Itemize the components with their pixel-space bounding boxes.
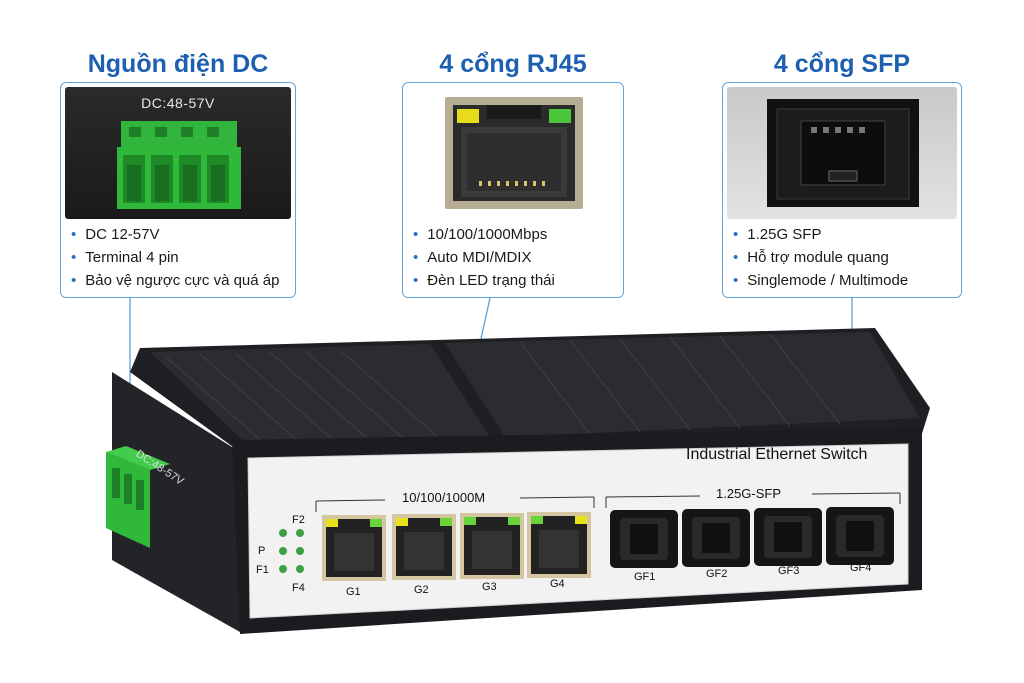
callout-line-rj45 [441, 297, 491, 516]
device-name-label: Industrial Ethernet Switch [686, 446, 868, 463]
chassis-top [130, 328, 930, 452]
port-label-g2: G2 [414, 584, 429, 596]
port-label-g1: G1 [346, 586, 361, 598]
port-label-gf4: GF4 [850, 562, 872, 574]
chassis-side [112, 372, 240, 632]
dc-voltage-label: DC:48-57V [141, 95, 215, 111]
heatsink-right [445, 332, 920, 437]
callout-dot-dc [127, 449, 133, 455]
rj45-feature-list: 10/100/1000Mbps Auto MDI/MDIX Đèn LED tr… [413, 223, 555, 292]
sfp-cage-icon [767, 99, 919, 207]
list-item: Singlemode / Multimode [733, 269, 908, 292]
port-label-gf1: GF1 [634, 571, 656, 583]
rj45-port-photo [407, 87, 619, 219]
led-label-f1: F1 [256, 564, 269, 576]
terminal-block-icon [117, 121, 241, 209]
rj45-port-row [322, 512, 591, 581]
callout-dot-sfp [721, 505, 727, 511]
sfp-group-label: 1.25G-SFP [716, 486, 782, 501]
list-item: Hỗ trợ module quang [733, 246, 908, 269]
list-item: Auto MDI/MDIX [413, 246, 555, 269]
callout-line-sfp-b [723, 334, 853, 509]
port-label-gf2: GF2 [706, 568, 728, 580]
sfp-feature-list: 1.25G SFP Hỗ trợ module quang Singlemode… [733, 223, 908, 292]
heatsink-left [150, 344, 492, 447]
side-terminal-block [106, 452, 150, 548]
port-label-gf3: GF3 [778, 565, 800, 577]
feature-title-rj45: 4 cổng RJ45 [439, 50, 587, 78]
dc-feature-list: DC 12-57V Terminal 4 pin Bảo vệ ngược cự… [71, 223, 279, 292]
sfp-port-photo [727, 87, 957, 219]
list-item: Đèn LED trạng thái [413, 269, 555, 292]
list-item: DC 12-57V [71, 223, 279, 246]
feature-card-dc: DC:48-57V DC 12-57V Terminal 4 pin Bảo v… [60, 82, 296, 298]
led-label-f2: F2 [292, 514, 305, 526]
led-label-p: P [258, 545, 266, 557]
sfp-port-row [610, 507, 894, 568]
rj45-port-icon [445, 97, 583, 209]
list-item: 10/100/1000Mbps [413, 223, 555, 246]
dc-terminal-photo: DC:48-57V [65, 87, 291, 219]
port-label-g3: G3 [482, 581, 497, 593]
list-item: 1.25G SFP [733, 223, 908, 246]
led-label-f4: F4 [292, 582, 305, 594]
rj45-group-label: 10/100/1000M [402, 490, 486, 505]
feature-title-dc: Nguồn điện DC [87, 50, 269, 78]
callout-dot-rj45 [439, 512, 445, 518]
list-item: Bảo vệ ngược cực và quá áp [71, 269, 279, 292]
side-voltage-label: DC:48-57V [133, 448, 186, 488]
feature-title-sfp: 4 cổng SFP [773, 50, 911, 78]
status-leds [279, 529, 304, 573]
feature-card-rj45: 10/100/1000Mbps Auto MDI/MDIX Đèn LED tr… [402, 82, 624, 298]
list-item: Terminal 4 pin [71, 246, 279, 269]
port-label-g4: G4 [550, 578, 565, 590]
feature-card-sfp: 1.25G SFP Hỗ trợ module quang Singlemode… [722, 82, 962, 298]
